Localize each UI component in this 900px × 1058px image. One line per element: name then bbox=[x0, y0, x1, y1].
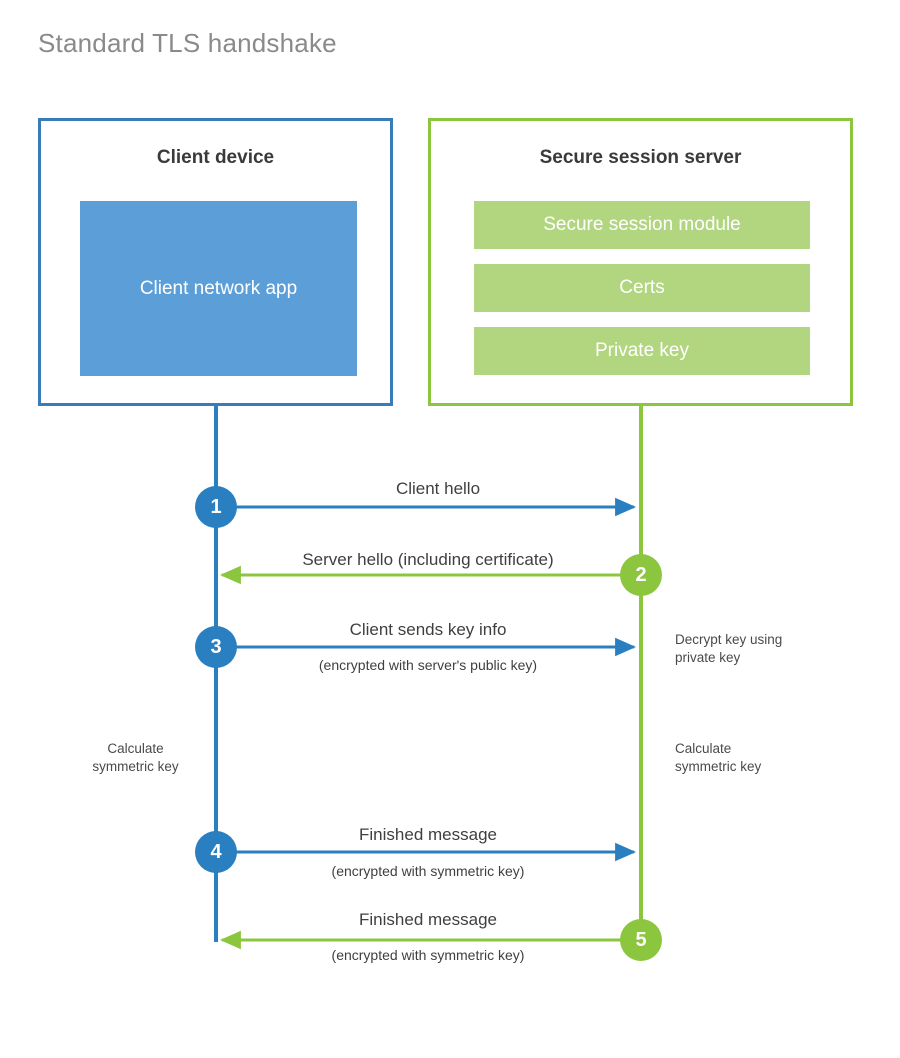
step-1-label: Client hello bbox=[395, 479, 481, 498]
client-calculate-note-line-1: Calculate bbox=[107, 741, 164, 756]
server-decrypt-note: Decrypt key using private key bbox=[675, 631, 865, 667]
step-3-sublabel: (encrypted with server's public key) bbox=[318, 657, 538, 673]
page-title: Standard TLS handshake bbox=[38, 28, 337, 58]
client-calculate-note-line-2: symmetric key bbox=[92, 759, 179, 775]
step-badge-1[interactable]: 1 bbox=[195, 486, 237, 528]
step-5-sublabel: (encrypted with symmetric key) bbox=[331, 947, 525, 963]
secure-session-server-box: Secure session server Secure session mod… bbox=[428, 118, 853, 406]
step-badge-5[interactable]: 5 bbox=[620, 919, 662, 961]
step-badge-3[interactable]: 3 bbox=[195, 626, 237, 668]
step-4-sublabel: (encrypted with symmetric key) bbox=[331, 863, 525, 879]
client-network-app-block: Client network app bbox=[80, 201, 357, 376]
client-device-title: Client device bbox=[156, 147, 275, 168]
step-3-label: Client sends key info bbox=[349, 620, 507, 639]
server-decrypt-note-line-2: private key bbox=[675, 650, 741, 666]
certs-block: Certs bbox=[474, 264, 810, 312]
server-calculate-note-line-2: symmetric key bbox=[675, 759, 762, 775]
secure-session-module-block: Secure session module bbox=[474, 201, 810, 249]
client-device-box: Client device Client network app bbox=[38, 118, 393, 406]
step-4-label: Finished message bbox=[359, 825, 497, 844]
secure-session-server-title: Secure session server bbox=[539, 147, 742, 168]
step-5-label: Finished message bbox=[359, 910, 497, 929]
client-calculate-symmetric-key-note: Calculate symmetric key bbox=[78, 740, 193, 776]
step-badge-4[interactable]: 4 bbox=[195, 831, 237, 873]
private-key-block: Private key bbox=[474, 327, 810, 375]
step-badge-2[interactable]: 2 bbox=[620, 554, 662, 596]
server-calculate-symmetric-key-note: Calculate symmetric key bbox=[675, 740, 855, 776]
step-2-label: Server hello (including certificate) bbox=[302, 550, 554, 569]
server-calculate-note-line-1: Calculate bbox=[675, 741, 732, 756]
server-decrypt-note-line-1: Decrypt key using bbox=[675, 632, 783, 647]
